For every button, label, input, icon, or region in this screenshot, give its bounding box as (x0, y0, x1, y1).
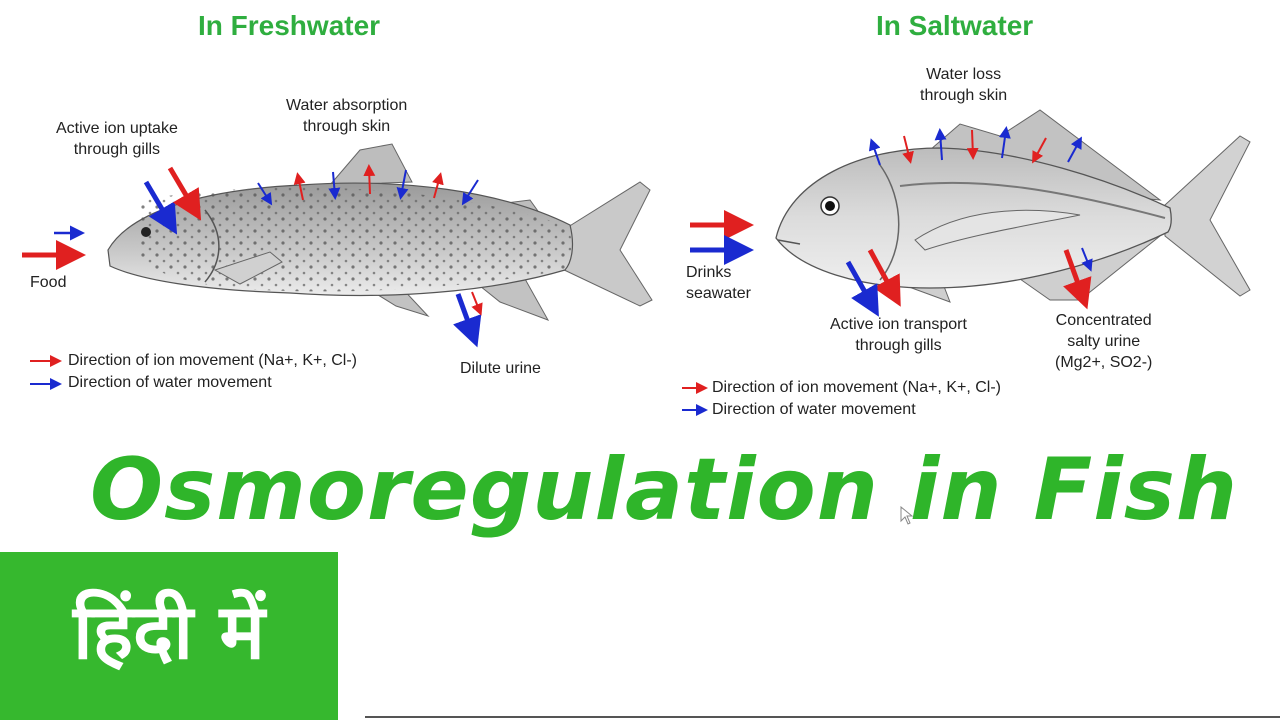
dilute-urine-arrow (453, 293, 482, 348)
legend-water-text: Direction of water movement (712, 401, 916, 418)
hindi-badge: हिंदी में (0, 552, 338, 720)
gill-ion-arrow (167, 166, 202, 221)
osmoregulation-diagram (22, 109, 1251, 416)
main-title: Osmoregulation in Fish (90, 440, 1239, 540)
ion-uptake-label: Active ion uptake through gills (56, 120, 178, 158)
trout-illustration (107, 143, 653, 321)
gill-ion-out-arrow (867, 248, 901, 307)
food-label: Food (30, 274, 67, 291)
legend-ion-text: Direction of ion movement (Na+, K+, Cl-) (712, 379, 1001, 396)
water-absorption-label: Water absorption through skin (286, 97, 408, 135)
legend-water-row: Direction of water movement (712, 399, 1001, 421)
gill-water-arrow (143, 180, 178, 235)
drinks-seawater-label: Drinks seawater (686, 264, 751, 302)
jack-illustration (775, 109, 1251, 303)
salty-urine-label: Concentrated salty urine (Mg2+, SO2-) (1055, 312, 1153, 371)
freshwater-legend: Direction of ion movement (Na+, K+, Cl-)… (68, 350, 357, 394)
freshwater-heading: In Freshwater (198, 10, 381, 41)
cursor-icon (900, 506, 914, 525)
dilute-urine-label: Dilute urine (460, 360, 541, 377)
freshwater-arrows (22, 164, 483, 348)
saltwater-legend: Direction of ion movement (Na+, K+, Cl-)… (712, 377, 1001, 421)
legend-arrows (30, 355, 708, 416)
saltwater-arrows (690, 126, 1093, 317)
legend-water-text: Direction of water movement (68, 374, 272, 391)
saltwater-heading: In Saltwater (876, 10, 1034, 41)
legend-water-row: Direction of water movement (68, 372, 357, 394)
divider (365, 716, 1280, 718)
legend-ion-row: Direction of ion movement (Na+, K+, Cl-) (712, 377, 1001, 399)
water-loss-label: Water loss through skin (920, 66, 1008, 104)
hindi-caption: हिंदी में (73, 587, 265, 676)
salty-urine-arrow (1063, 249, 1092, 310)
ion-transport-label: Active ion transport through gills (830, 316, 967, 354)
legend-ion-text: Direction of ion movement (Na+, K+, Cl-) (68, 352, 357, 369)
gill-water-out-arrow (845, 260, 879, 317)
legend-ion-row: Direction of ion movement (Na+, K+, Cl-) (68, 350, 357, 372)
